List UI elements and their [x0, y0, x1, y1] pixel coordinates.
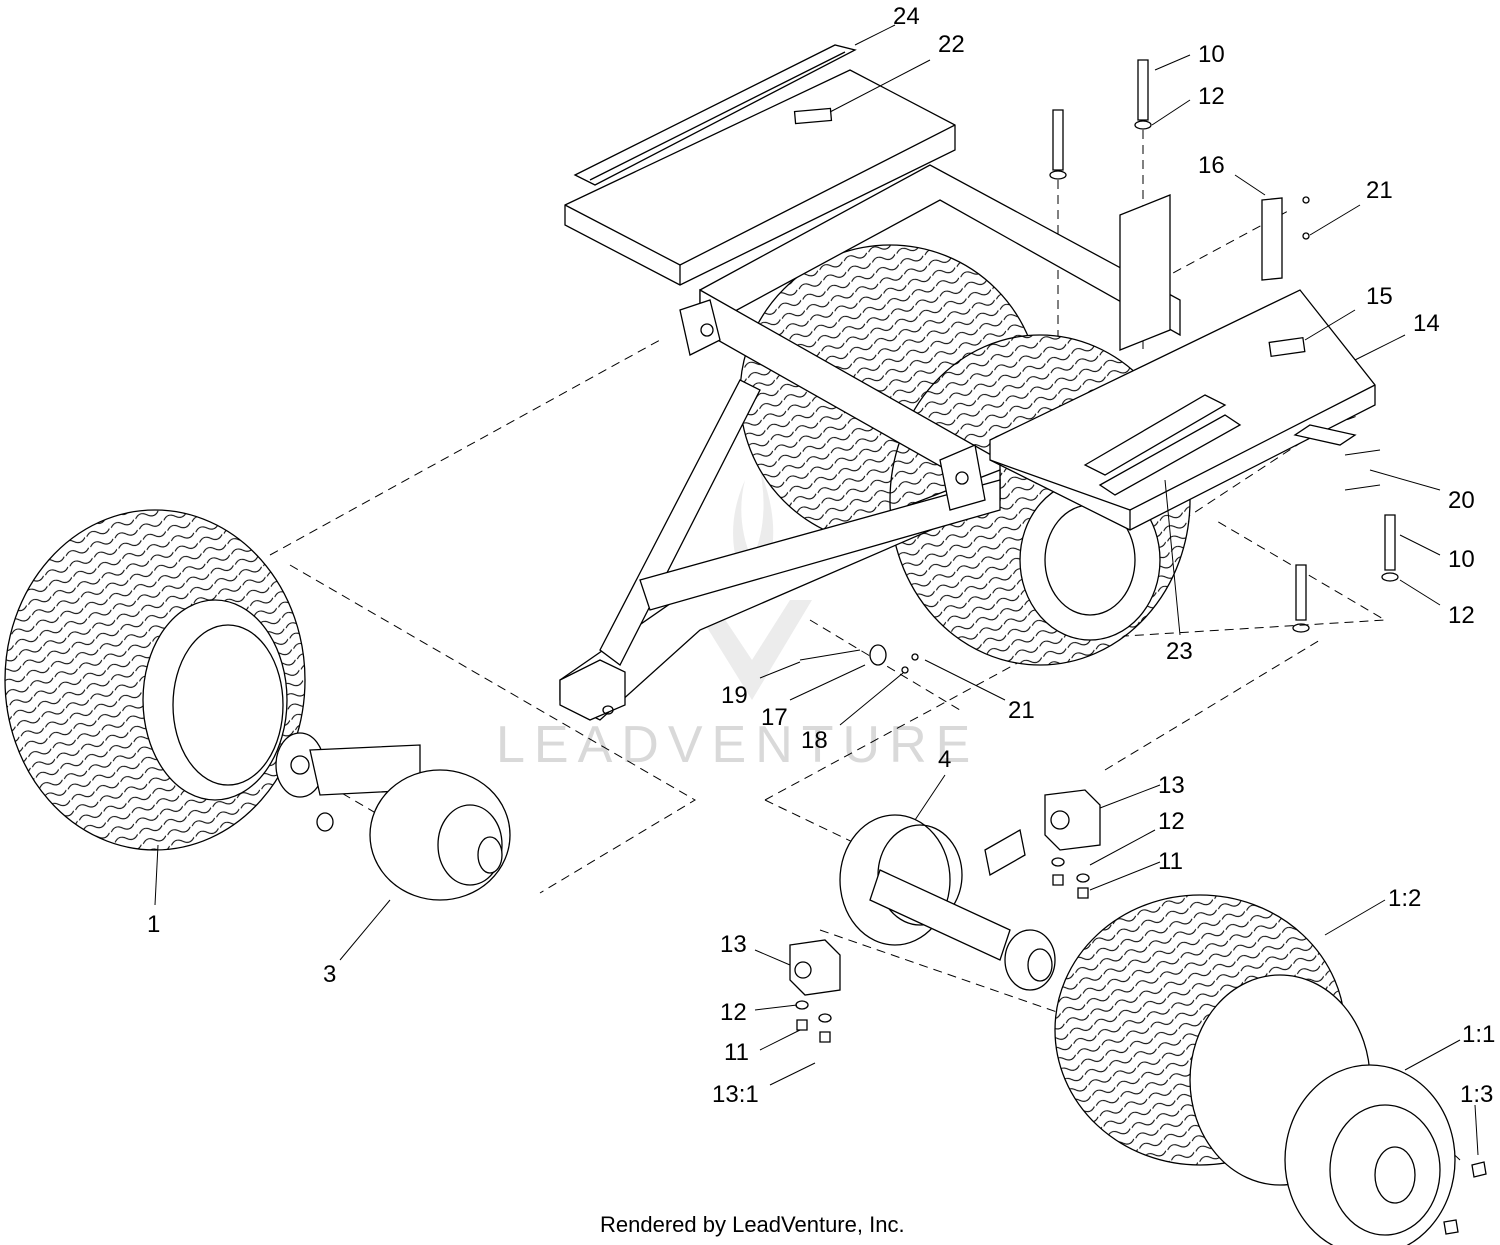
callout-1-1: 1:1	[1462, 1021, 1495, 1048]
watermark-logo: LEADVENTURE	[496, 470, 979, 774]
watermark-text: LEADVENTURE	[496, 716, 979, 774]
callout-4: 4	[938, 746, 951, 773]
callout-13: 13	[1158, 772, 1185, 799]
render-credit: Rendered by LeadVenture, Inc.	[600, 1212, 905, 1237]
bolts	[1049, 59, 1399, 633]
callout-12b: 12	[1448, 602, 1475, 629]
callout-17: 17	[761, 704, 788, 731]
callout-12c: 12	[1158, 808, 1185, 835]
callout-11b: 11	[724, 1039, 749, 1066]
callout-16: 16	[1198, 152, 1225, 179]
callout-12: 12	[1198, 83, 1225, 110]
right-tire-wheel	[1054, 894, 1487, 1245]
left-tire-wheel	[4, 509, 306, 851]
callout-19: 19	[721, 682, 748, 709]
callout-13b: 13	[720, 931, 747, 958]
callout-15: 15	[1366, 283, 1393, 310]
callout-1-3: 1:3	[1460, 1081, 1493, 1108]
callout-3: 3	[323, 961, 336, 988]
callout-11: 11	[1158, 848, 1183, 875]
callout-21b: 21	[1008, 697, 1035, 724]
callout-1: 1	[147, 911, 160, 938]
callout-labels: 24 22 10 12 16 21 15 14 20 10 12 23 1 3 …	[147, 3, 1495, 1108]
callout-22: 22	[938, 31, 965, 58]
pillow-blocks	[789, 789, 1101, 1043]
callout-10: 10	[1198, 41, 1225, 68]
callout-13-1: 13:1	[712, 1081, 759, 1108]
left-axle-hub	[275, 732, 511, 901]
pin-hardware	[799, 644, 919, 674]
callout-21: 21	[1366, 177, 1393, 204]
right-axle-hub	[839, 814, 1056, 991]
callout-23: 23	[1166, 638, 1193, 665]
callout-18: 18	[801, 727, 828, 754]
leader-lines	[154, 24, 1479, 1156]
callout-12d: 12	[720, 999, 747, 1026]
callout-1-2: 1:2	[1388, 885, 1421, 912]
trailer-frame	[559, 44, 1376, 721]
callout-14: 14	[1413, 310, 1440, 337]
callout-10b: 10	[1448, 546, 1475, 573]
callout-24: 24	[893, 3, 920, 30]
callout-20: 20	[1448, 487, 1475, 514]
